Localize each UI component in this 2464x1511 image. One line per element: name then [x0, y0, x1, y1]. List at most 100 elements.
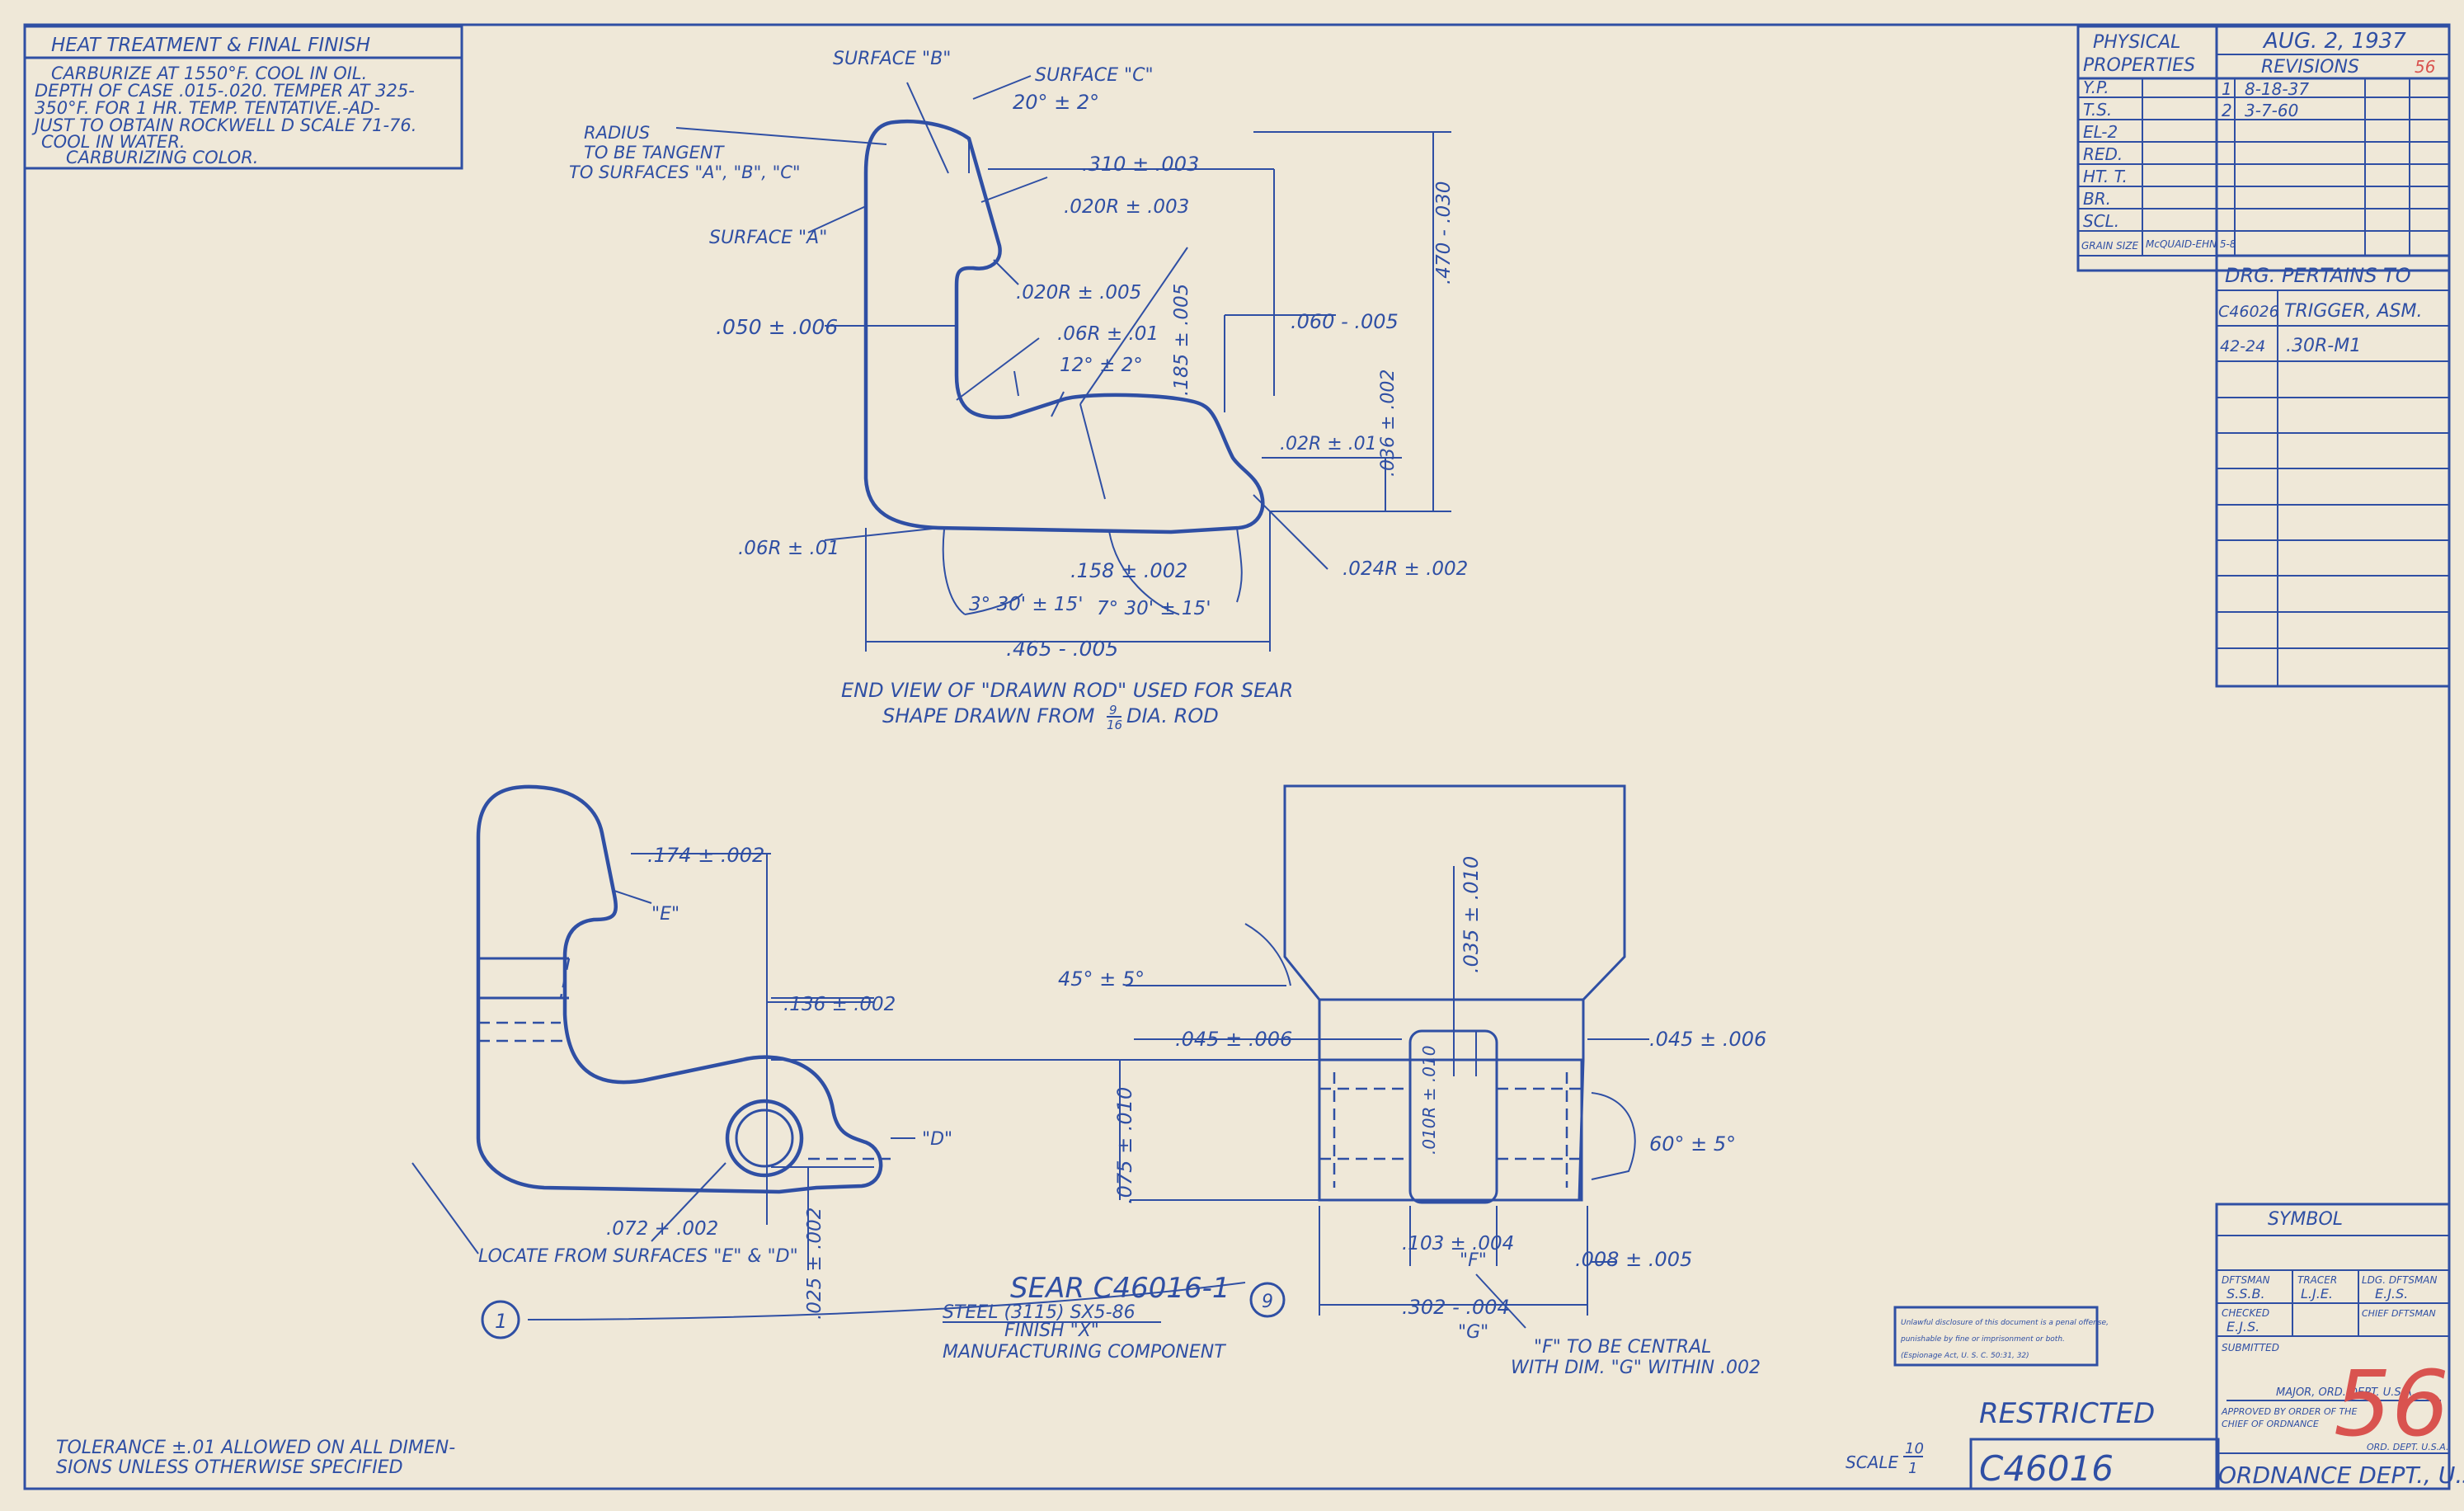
- signoff-value: E.J.S.: [2375, 1286, 2408, 1302]
- central-note: WITH DIM. "G" WITHIN .002: [1511, 1358, 1761, 1378]
- part-material: STEEL (3115) SX5-86: [943, 1302, 1136, 1323]
- dimension: .302 - .004: [1402, 1296, 1510, 1319]
- surface-d-label: "D": [922, 1129, 952, 1150]
- dimension: .158 ± .002: [1070, 559, 1187, 582]
- disclosure-stamp: [1893, 1306, 2099, 1367]
- dim-g-label: "G": [1458, 1322, 1488, 1343]
- prop-row-label: RED.: [2083, 144, 2123, 164]
- dimension: .470 - .030: [1433, 181, 1455, 285]
- props-title: PHYSICAL: [2093, 32, 2180, 53]
- part-name: SEAR C46016-1: [1010, 1272, 1230, 1305]
- signoff-label: CHIEF DFTSMAN: [2362, 1308, 2436, 1319]
- rod-dia-fraction: 16: [1107, 718, 1122, 732]
- end-view-drawing: SURFACE "B" SURFACE "C" RADIUS TO BE TAN…: [569, 49, 1468, 732]
- dimension: .103 ± .004: [1402, 1233, 1514, 1254]
- tolerance-note: TOLERANCE ±.01 ALLOWED ON ALL DIMEN-: [56, 1438, 455, 1458]
- surface-b-label: SURFACE "B": [833, 49, 951, 69]
- sear-side-view-outline: [476, 784, 883, 1194]
- dimension: .136 ± .002: [783, 994, 896, 1015]
- restricted-label: RESTRICTED: [1979, 1397, 2155, 1430]
- scale-value: 1: [1908, 1460, 1917, 1477]
- heat-line: COOL IN WATER.: [41, 132, 186, 152]
- prop-row-label: EL-2: [2083, 122, 2118, 142]
- scale-label: SCALE: [1846, 1452, 1898, 1472]
- prop-row-label: HT. T.: [2083, 167, 2128, 186]
- signoff-value: S.S.B.: [2227, 1286, 2265, 1302]
- signoff-label: TRACER: [2297, 1274, 2337, 1286]
- prop-row-label: Y.P.: [2083, 78, 2109, 97]
- drawing-date: AUG. 2, 1937: [2262, 29, 2406, 54]
- radius-dim: .02R ± .01: [1280, 434, 1377, 454]
- approval-text: CHIEF OF ORDNANCE: [2222, 1419, 2319, 1429]
- dimension: .185 ± .005: [1171, 284, 1192, 396]
- heat-line: CARBURIZE AT 1550°F. COOL IN OIL.: [51, 64, 367, 83]
- radius-dim: .06R ± .01: [738, 538, 839, 559]
- dimension: .035 ± .010: [1460, 856, 1483, 973]
- part-finish: FINISH "X": [1004, 1320, 1099, 1341]
- title-block: Unlawful disclosure of this document is …: [1846, 1203, 2464, 1490]
- end-view-caption: SHAPE DRAWN FROM: [882, 704, 1095, 727]
- big-red-mark: 56: [2334, 1351, 2449, 1457]
- symbol-label: SYMBOL: [2268, 1209, 2343, 1230]
- radius-dim: .06R ± .01: [1057, 323, 1159, 345]
- prop-row-label: GRAIN SIZE: [2081, 240, 2139, 252]
- radius-dim: .020R ± .003: [1064, 196, 1189, 218]
- revisions-header: REVISIONS: [2261, 57, 2359, 78]
- revision-mark: 56: [2415, 57, 2435, 77]
- side-view-drawing: 1 .174 ± .002 "E" .136 ± .002 "D" .072 +…: [411, 784, 1336, 1339]
- item-circle-9: [1249, 1282, 1286, 1318]
- radius-dim: .024R ± .002: [1343, 558, 1468, 580]
- heat-line: JUST TO OBTAIN ROCKWELL D SCALE 71-76.: [31, 115, 416, 135]
- dimension: .310 ± .003: [1082, 153, 1199, 176]
- prop-row-label: T.S.: [2083, 100, 2112, 120]
- grain-size-value: McQUAID-EHN 5-8: [2146, 238, 2236, 250]
- item-circle-1: [481, 1300, 520, 1339]
- signoff-value: E.J.S.: [2227, 1319, 2259, 1334]
- dimension: .060 - .005: [1291, 310, 1399, 333]
- pertains-to-table: DRG. PERTAINS TO C46026 TRIGGER, ASM. 42…: [2215, 254, 2451, 688]
- revision-date: 8-18-37: [2245, 79, 2309, 99]
- revision-date: 3-7-60: [2245, 101, 2298, 120]
- dimension: .036 ± .002: [1378, 370, 1399, 477]
- dimension: .075 ± .010: [1113, 1087, 1136, 1204]
- sear-end-view-outline: [863, 119, 1265, 534]
- front-view-drawing: 45° ± 5° .045 ± .006 .035 ± .010 .045 ± …: [1058, 784, 1766, 1378]
- dimension: .025 ± .002: [804, 1207, 825, 1320]
- surface-a-label: SURFACE "A": [709, 228, 827, 248]
- heat-treatment-box: HEAT TREATMENT & FINAL FINISH CARBURIZE …: [23, 25, 463, 170]
- heat-treatment-title: HEAT TREATMENT & FINAL FINISH: [51, 35, 370, 56]
- props-title: PROPERTIES: [2083, 55, 2195, 76]
- angle-dim: 3° 30' ± 15': [969, 594, 1084, 615]
- part-category: MANUFACTURING COMPONENT: [943, 1342, 1226, 1363]
- dimension: .008 ± .005: [1575, 1248, 1692, 1271]
- dimension: .072 + .002: [606, 1218, 718, 1240]
- signoff-label: SUBMITTED: [2222, 1342, 2279, 1353]
- heat-line: CARBURIZING COLOR.: [66, 148, 258, 167]
- surface-e-label: "E": [651, 904, 679, 925]
- pertains-part: C46026: [2218, 303, 2279, 321]
- signoff-label: CHECKED: [2222, 1307, 2269, 1319]
- pertains-part: 42-24: [2220, 337, 2265, 355]
- radius-note: TO BE TANGENT: [584, 143, 726, 162]
- angle-dim: 60° ± 5°: [1649, 1132, 1736, 1156]
- radius-note: RADIUS: [584, 123, 650, 143]
- prop-row-label: SCL.: [2083, 211, 2119, 231]
- approval-text: MAJOR, ORD. DEPT. U.S.A.: [2276, 1386, 2415, 1399]
- dimension: .465 - .005: [1006, 637, 1118, 661]
- approval-text: ORD. DEPT. U.S.A.: [2367, 1442, 2448, 1452]
- signoff-label: DFTSMAN: [2222, 1274, 2270, 1286]
- angle-dim: 45° ± 5°: [1058, 967, 1145, 991]
- signoff-value: L.J.E.: [2301, 1286, 2333, 1302]
- part-info: SEAR C46016-1 9 STEEL (3115) SX5-86 FINI…: [943, 1272, 1286, 1363]
- signoff-label: LDG. DFTSMAN: [2362, 1274, 2438, 1286]
- stamp-text: (Espionage Act, U. S. C. 50:31, 32): [1901, 1352, 2029, 1360]
- radius-dim: .020R ± .005: [1016, 282, 1141, 304]
- approval-text: APPROVED BY ORDER OF THE: [2221, 1406, 2357, 1417]
- item-number: 9: [1262, 1292, 1273, 1312]
- central-note: "F" TO BE CENTRAL: [1534, 1337, 1711, 1358]
- pertains-name: TRIGGER, ASM.: [2284, 301, 2422, 322]
- end-view-caption: DIA. ROD: [1126, 704, 1219, 727]
- dimension: .050 ± .006: [716, 315, 838, 339]
- stamp-text: Unlawful disclosure of this document is …: [1901, 1319, 2109, 1327]
